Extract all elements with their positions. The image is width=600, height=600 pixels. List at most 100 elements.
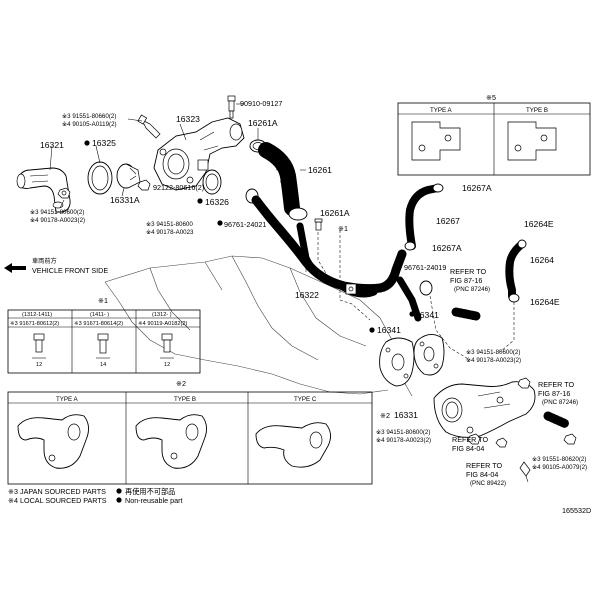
ref4-line2: FIG 84-04: [466, 470, 498, 479]
bolt-91551: [137, 114, 161, 139]
callout-96761-b: 96761-24019: [404, 263, 446, 272]
callout-16264E-top: 16264E: [524, 219, 554, 229]
ref1-line3: (PNC 87246): [454, 286, 490, 293]
box-x2-type-a: TYPE A: [56, 396, 79, 403]
nonreusable-dot: [409, 311, 415, 317]
bolt-91551-right: [563, 433, 577, 445]
clamp-16267A-top: [432, 183, 444, 193]
callout-16331: 16331: [394, 410, 418, 420]
ref3-line1: REFER TO: [452, 435, 488, 444]
legend-local: ※4 LOCAL SOURCED PARTS: [8, 496, 107, 505]
note-right-2: ※4 90178-A0023(2): [466, 357, 521, 364]
part-16326-gasket: [202, 169, 222, 195]
stud-12-a: [32, 333, 46, 359]
part-16341-gasket-left: [379, 337, 415, 387]
callout-16261A-top: 16261A: [248, 118, 278, 128]
part-16267-hose: [404, 183, 444, 251]
nonreusable-dot: [84, 140, 90, 146]
ref1-line1: REFER TO: [450, 267, 486, 276]
box-x1-col1-dim: 12: [36, 362, 42, 368]
part-90910-sensor: [227, 95, 236, 119]
ref2-line1: REFER TO: [538, 380, 574, 389]
callout-90910: 90910-09127: [240, 99, 282, 108]
ref1-line2: FIG 87-16: [450, 276, 482, 285]
mark-x1-box: ※1: [98, 296, 108, 305]
note-top-left-1: ※3 91551-80660(2): [62, 113, 116, 120]
mark-x5: ※5: [486, 93, 496, 102]
note-mid-1: ※3 94151-80600: [146, 221, 193, 228]
box-x1-col3-head: (1312- ): [152, 312, 172, 318]
ref4-line3: (PNC 89422): [470, 480, 506, 487]
clamp-16264E-top: [517, 239, 527, 249]
callout-16261: 16261: [308, 165, 332, 175]
nut-94151-right: [517, 377, 531, 389]
part-16264-hose: [505, 239, 527, 303]
legend-dot-2: [116, 497, 122, 503]
mark-x2: ※2: [380, 411, 390, 420]
front-arrow-icon: [4, 263, 26, 273]
callout-92122: 92122-80616(2): [153, 183, 204, 192]
part-16321-inlet: [16, 167, 71, 213]
stud-12-b: [160, 333, 174, 359]
part-16325-gasket: [87, 161, 113, 195]
nut-94151-left: [57, 187, 71, 199]
nut-small: [495, 437, 508, 448]
part-16261A-clamp-mid: [288, 207, 308, 221]
box-x1-col2-head: (1411- ): [90, 312, 109, 318]
note-left-1: ※3 94151-80600(2): [30, 209, 84, 216]
note-mid-2: ※4 90178-A0023: [146, 229, 194, 236]
note-br-2: ※4 90105-A0079(2): [532, 464, 587, 471]
bolt-x1: [314, 218, 323, 231]
hose-reference-1: [451, 307, 481, 321]
callout-16264: 16264: [530, 255, 554, 265]
sensor-reference: [519, 461, 531, 477]
nonreusable-dot: [396, 263, 402, 269]
callout-96761-a: 96761-24021: [224, 220, 266, 229]
note-bot-2: ※4 90178-A0023(2): [376, 437, 431, 444]
callout-16264E-bot: 16264E: [530, 297, 560, 307]
mark-x2-box: ※2: [176, 379, 186, 388]
note-top-left-2: ※4 90105-A0119(2): [62, 121, 117, 128]
ref2-line3: (PNC 87246): [542, 399, 578, 406]
box-x1-col1-head: (1312-1411): [22, 312, 52, 318]
note-left-2: ※4 90178-A0023(2): [30, 217, 85, 224]
hose-reference-2: [543, 411, 571, 429]
box-x2: [7, 391, 373, 485]
type-c-housing: [255, 422, 331, 468]
part-16331-housing: [433, 381, 536, 438]
legend-nonreusable-jp: 再使用不可部品: [125, 487, 175, 496]
part-16323-housing: [153, 117, 245, 191]
callout-16326: 16326: [205, 197, 229, 207]
callout-16322: 16322: [295, 290, 319, 300]
callout-16325: 16325: [92, 138, 116, 148]
nonreusable-dot: [217, 220, 223, 226]
nonreusable-dot: [369, 327, 375, 333]
box-x1: [7, 309, 201, 374]
note-bot-1: ※3 94151-80600(2): [376, 429, 430, 436]
labels: 90910-09127 16323 16261A 16321 16325 162…: [8, 93, 591, 515]
nonreusable-dot: [197, 198, 203, 204]
clamp-16264E-bot: [508, 293, 520, 303]
part-96761-gasket-b: [419, 280, 433, 296]
diagram-code: 165532D: [562, 506, 591, 515]
clamp-16267A-bot: [404, 241, 416, 251]
ref3-line2: FIG 84-04: [452, 444, 484, 453]
callout-16323: 16323: [176, 114, 200, 124]
box-x1-col2-dim: 14: [100, 362, 106, 368]
box-x1-col3-part: ※4 90119-A0182(2): [138, 320, 188, 327]
box-x5-type-b: TYPE B: [526, 107, 548, 114]
box-x5-type-a: TYPE A: [430, 107, 453, 114]
note-br-1: ※3 91551-80620(2): [532, 456, 586, 463]
part-16341-gasket-right: [413, 334, 445, 376]
mark-x1: ※1: [338, 224, 348, 233]
box-x1-col2-part: ※3 91671-80614(2): [74, 320, 123, 327]
part-16261-hose: [258, 142, 300, 216]
legend-dot-1: [116, 488, 122, 494]
direction-en: VEHICLE FRONT SIDE: [32, 266, 108, 275]
legend-japan: ※3 JAPAN SOURCED PARTS: [8, 487, 106, 496]
type-b-housing: [135, 414, 207, 469]
box-x2-type-c: TYPE C: [294, 396, 317, 403]
nut-94151-bottom: [467, 433, 481, 445]
callout-16267A-top: 16267A: [462, 183, 492, 193]
